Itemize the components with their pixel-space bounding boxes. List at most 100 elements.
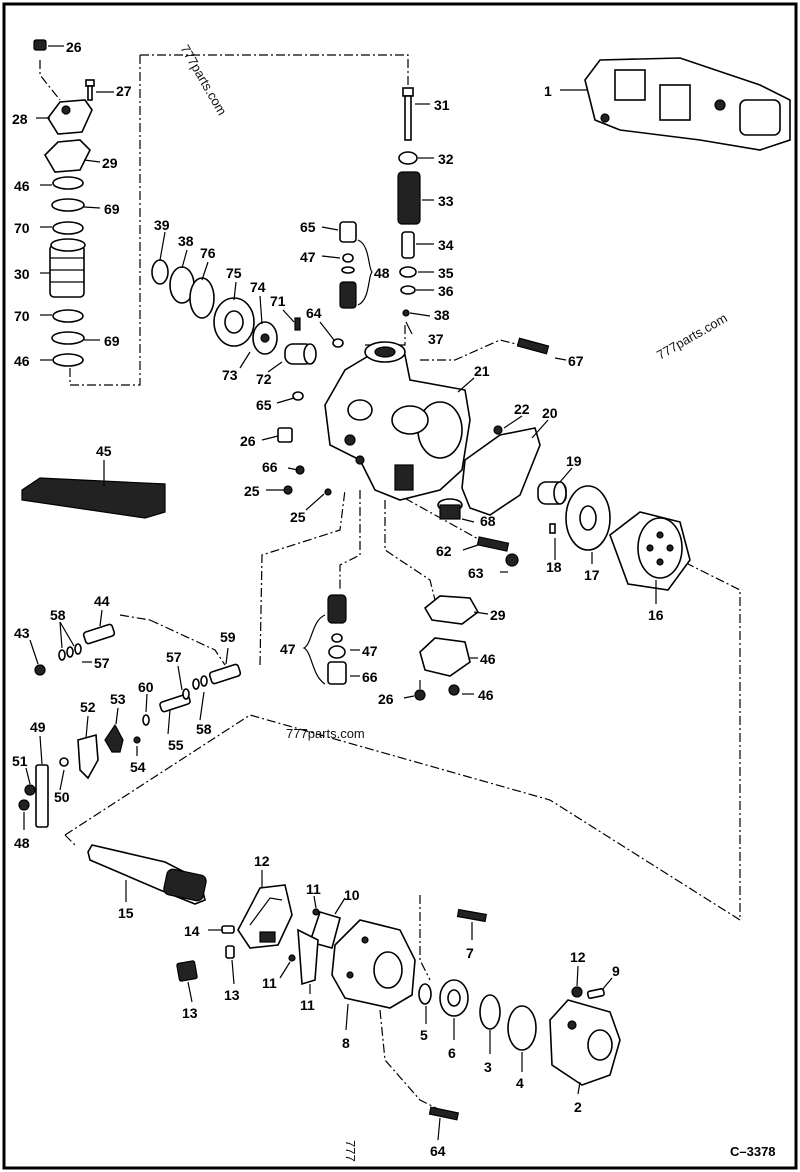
callout-45: 46 <box>478 687 494 703</box>
part-64-oring-b <box>292 391 304 401</box>
callout-63: 64 <box>430 1143 446 1159</box>
callout-68: 68 <box>480 513 496 529</box>
part-63-stud <box>428 1106 460 1121</box>
part-49-plate <box>35 764 49 828</box>
part-48-valve-lower <box>327 594 347 685</box>
callout-41: 43 <box>14 625 30 641</box>
part-5-snap-ring <box>418 983 432 1005</box>
callout-42: 44 <box>94 593 110 609</box>
part-7-stud <box>456 908 488 923</box>
callout-26-top: 26 <box>66 39 82 55</box>
routing-lines <box>39 54 741 1111</box>
callout-61: 62 <box>436 543 452 559</box>
part-25-plug-b <box>324 488 332 496</box>
part-33-spring <box>397 171 421 225</box>
callout-10-top: 10 <box>344 887 360 903</box>
callout-59: 59 <box>220 629 236 645</box>
part-17-shaft <box>87 844 207 905</box>
part-19-port-plate <box>565 485 611 551</box>
watermark-center: 777parts.com <box>286 726 365 741</box>
part-76-oring <box>189 277 215 319</box>
watermark-rotated: 777parts.com <box>177 42 229 118</box>
part-48-valve-top <box>339 221 357 309</box>
part-45-plug <box>448 684 460 696</box>
part-43-filter <box>21 477 166 519</box>
callout-25-a: 25 <box>244 483 260 499</box>
part-53-bracket <box>77 733 99 780</box>
part-64-oring-a <box>332 338 344 348</box>
part-34-pin <box>401 231 415 259</box>
part-27-screw <box>85 79 95 101</box>
part-4-oring <box>507 1005 537 1051</box>
callout-65-top: 65 <box>300 219 316 235</box>
callout-15: 13 <box>182 1005 198 1021</box>
part-32-cap <box>398 151 418 165</box>
callout-64-top: 64 <box>306 305 322 321</box>
part-56-spool <box>159 688 191 713</box>
callout-49: 49 <box>30 719 46 735</box>
callout-46-top: 46 <box>14 178 30 194</box>
callout-31: 31 <box>434 97 450 113</box>
callout-48-top: 48 <box>374 265 390 281</box>
part-50-nut <box>18 799 30 811</box>
callout-26-mid: 26 <box>240 433 256 449</box>
parts-layer <box>18 39 791 1121</box>
callout-21: 19 <box>566 453 582 469</box>
callout-32: 32 <box>438 151 454 167</box>
callout-74: 74 <box>250 279 266 295</box>
callout-70-top: 70 <box>14 220 30 236</box>
callout-54: 53 <box>110 691 126 707</box>
callout-3: 3 <box>484 1059 492 1075</box>
callout-28: 28 <box>12 111 28 127</box>
callout-70-bottom: 70 <box>14 308 30 324</box>
callout-56: 55 <box>168 737 184 753</box>
callout-39: 38 <box>178 233 194 249</box>
callout-69-bottom: 69 <box>104 333 120 349</box>
callout-8: 8 <box>342 1035 350 1051</box>
callout-6: 6 <box>448 1045 456 1061</box>
part-10-bearing-b <box>297 928 319 986</box>
callout-27: 27 <box>116 83 132 99</box>
part-31-bolt <box>402 87 414 141</box>
callout-17: 15 <box>118 905 134 921</box>
callout-71: 71 <box>270 293 286 309</box>
part-23-housing <box>324 341 471 501</box>
callout-12: 12 <box>254 853 270 869</box>
part-11-pin-a <box>312 908 320 916</box>
callout-labels: 26 27 28 29 46 69 70 30 70 69 46 1 31 32… <box>12 39 664 1159</box>
callout-73: 73 <box>222 367 238 383</box>
callout-66: 66 <box>262 459 278 475</box>
part-59-spool <box>192 663 242 690</box>
callout-35: 35 <box>438 265 454 281</box>
part-36-oring <box>400 285 416 295</box>
part-75-bearing <box>213 297 255 347</box>
callout-20: 18 <box>546 559 562 575</box>
callout-11-bottom: 11 <box>262 975 277 991</box>
part-15-block <box>176 960 198 982</box>
callout-14: 12 <box>570 949 586 965</box>
part-25-plug-a <box>283 485 293 495</box>
part-11-pin-b <box>288 954 296 962</box>
part-22-gasket <box>461 427 541 516</box>
callout-43: 45 <box>96 443 112 459</box>
callout-60: 60 <box>138 679 154 695</box>
callout-51: 50 <box>54 789 70 805</box>
callout-50: 48 <box>14 835 30 851</box>
callout-13: 13 <box>224 987 240 1003</box>
callout-69-top: 69 <box>104 201 120 217</box>
callout-37: 37 <box>428 331 444 347</box>
part-14-nut <box>571 986 583 998</box>
callout-23: 21 <box>474 363 490 379</box>
drawing-code: C–3378 <box>730 1144 776 1159</box>
part-42-spool <box>58 623 116 661</box>
callout-2: 2 <box>574 1099 582 1115</box>
callout-52: 51 <box>12 753 28 769</box>
leader-lines <box>23 45 657 1141</box>
callout-57-left: 57 <box>94 655 110 671</box>
callout-10-bottom: 11 <box>300 997 315 1013</box>
callout-36: 36 <box>438 283 454 299</box>
part-51-screw <box>59 757 69 767</box>
callout-67: 67 <box>568 353 584 369</box>
callout-58-left: 58 <box>50 607 66 623</box>
